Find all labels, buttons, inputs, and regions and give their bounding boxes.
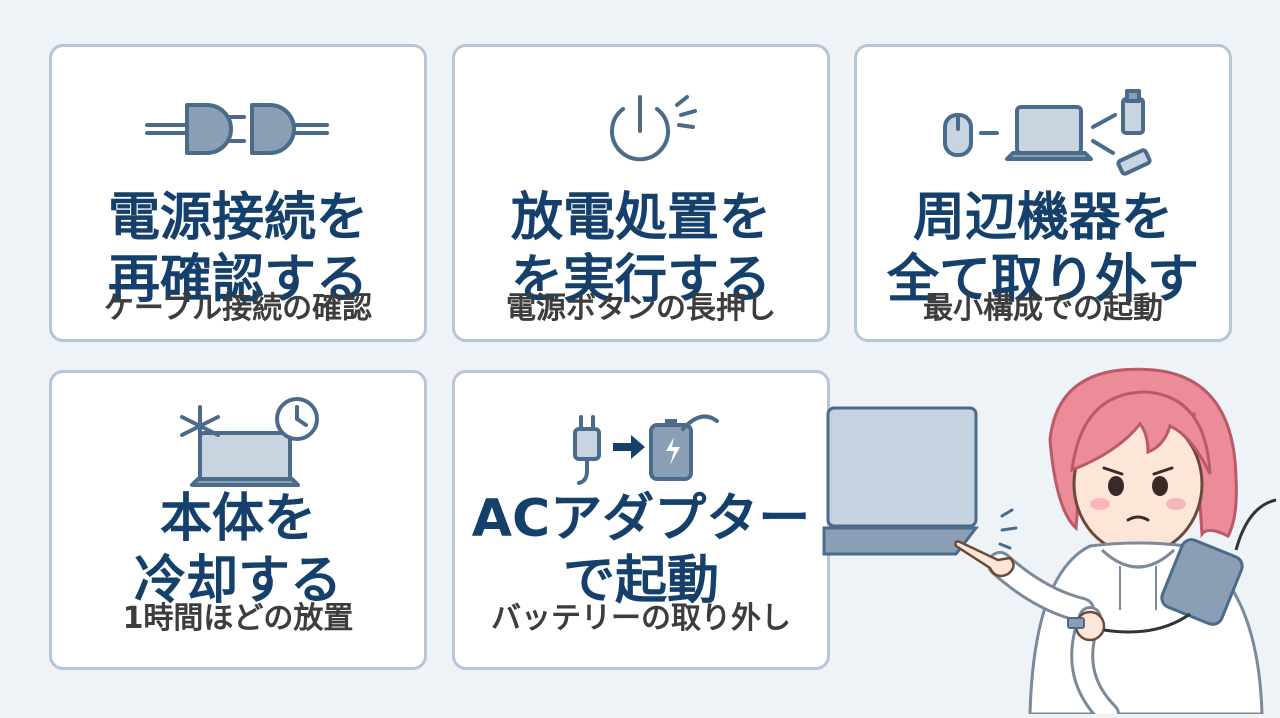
card-discharge: 放電処置を を実行する 電源ボタンの長押し	[452, 44, 830, 342]
girl-character	[954, 367, 1264, 718]
card-subtitle: 電源ボタンの長押し	[506, 291, 776, 326]
card-subtitle: バッテリーの取り外し	[491, 601, 791, 636]
laptop-icon	[822, 406, 1018, 556]
card-title: 本体を 冷却する	[133, 489, 342, 611]
card-cooling: 本体を 冷却する 1時間ほどの放置	[49, 370, 427, 670]
ac-adapter-icon	[455, 389, 827, 499]
power-button-icon	[455, 69, 827, 179]
ac-adapter-brick	[1103, 498, 1277, 634]
card-power-connection: 電源接続を 再確認する ケーブル接続の確認	[49, 44, 427, 342]
illustration	[820, 360, 1280, 718]
card-title: 放電処置を を実行する	[510, 188, 771, 310]
card-subtitle: 最小構成での起動	[923, 291, 1163, 326]
card-title: 電源接続を 再確認する	[107, 188, 368, 310]
cooling-laptop-icon	[52, 389, 424, 499]
card-subtitle: ケーブル接続の確認	[103, 291, 373, 326]
card-title: ACアダプター で起動	[471, 489, 811, 611]
plug-icon	[52, 69, 424, 179]
card-peripherals: 周辺機器を 全て取り外す 最小構成での起動	[854, 44, 1232, 342]
card-subtitle: 1時間ほどの放置	[122, 601, 354, 636]
card-title: 周辺機器を 全て取り外す	[886, 188, 1199, 310]
peripherals-icon	[857, 69, 1229, 179]
card-ac-adapter: ACアダプター で起動 バッテリーの取り外し	[452, 370, 830, 670]
